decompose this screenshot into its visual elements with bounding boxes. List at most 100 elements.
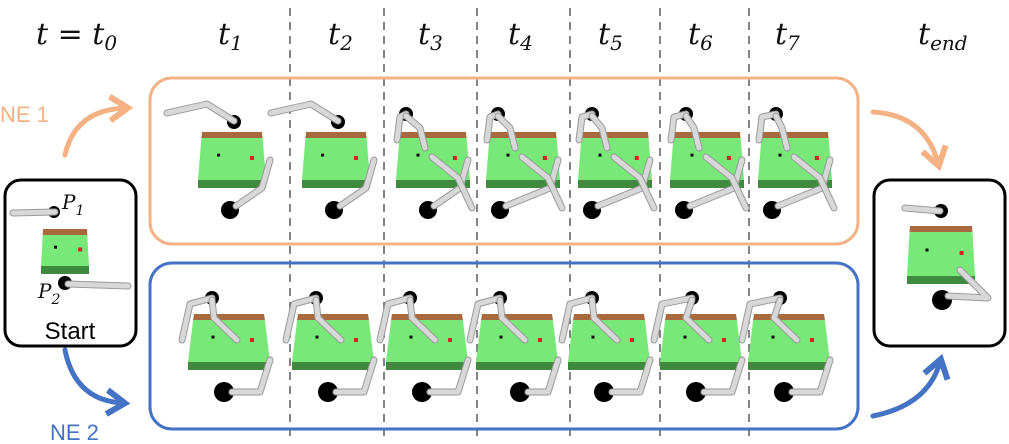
start-box bbox=[3, 178, 138, 348]
robot-base-ball bbox=[594, 382, 614, 402]
robot-arm bbox=[377, 295, 413, 343]
table-edge bbox=[391, 314, 463, 320]
table-front bbox=[907, 276, 975, 284]
table-surface bbox=[748, 320, 830, 362]
ne1-label: NE 1 bbox=[0, 102, 49, 127]
robot-arm bbox=[519, 154, 565, 211]
table-marker bbox=[78, 247, 83, 252]
ne1-scene-3 bbox=[393, 107, 476, 219]
robot-base-ball bbox=[510, 382, 530, 402]
time-label-t7: t7 bbox=[775, 17, 800, 55]
table-marker bbox=[250, 338, 254, 342]
ne1-scene-4 bbox=[483, 107, 566, 219]
robot-arm bbox=[651, 295, 695, 343]
table-front bbox=[660, 362, 742, 370]
arrow-ne2-to-end bbox=[870, 353, 951, 419]
table-marker bbox=[452, 156, 457, 160]
robot-arm bbox=[233, 157, 273, 209]
time-label-t1: t1 bbox=[218, 17, 243, 55]
table-marker bbox=[591, 335, 595, 339]
robot-arm bbox=[403, 113, 428, 151]
robot-arm bbox=[683, 297, 712, 343]
robot-arm bbox=[164, 101, 237, 124]
robot-arm bbox=[429, 154, 475, 211]
table-marker bbox=[54, 245, 57, 249]
robot-base-ball bbox=[686, 382, 706, 402]
player1-label: P1 bbox=[61, 190, 84, 219]
table-marker bbox=[722, 338, 726, 342]
robot-arm bbox=[668, 111, 689, 143]
table-front bbox=[292, 362, 374, 370]
table-front bbox=[476, 362, 558, 370]
table-marker bbox=[771, 335, 775, 339]
robot-arm bbox=[683, 113, 702, 151]
table-marker bbox=[506, 153, 510, 157]
robot-arm bbox=[611, 154, 657, 211]
robot-arm bbox=[701, 357, 745, 395]
ne2-scene-1 bbox=[178, 291, 274, 402]
table-marker bbox=[448, 338, 452, 342]
table-edge bbox=[193, 314, 265, 320]
ne2-scene-5 bbox=[558, 291, 654, 402]
table-surface bbox=[188, 320, 270, 362]
robot-arm bbox=[739, 295, 783, 343]
robot-arm bbox=[268, 101, 341, 124]
robot-arm bbox=[589, 297, 620, 343]
robot-arm bbox=[427, 357, 471, 395]
table-marker bbox=[416, 153, 420, 157]
table-marker bbox=[959, 251, 964, 255]
table-marker bbox=[321, 153, 324, 157]
table-front bbox=[41, 266, 89, 274]
table-marker bbox=[250, 156, 254, 160]
ne2-scene-3 bbox=[376, 291, 472, 402]
table-front bbox=[568, 362, 650, 370]
robot-arm bbox=[313, 297, 344, 343]
table-edge bbox=[753, 314, 825, 320]
table-edge bbox=[665, 314, 737, 320]
table-front bbox=[386, 362, 468, 370]
time-labels: t = t0 t1 t2 t3 t4 t5 t6 t7 tend bbox=[36, 17, 968, 55]
time-label-t6: t6 bbox=[688, 17, 713, 55]
end-box bbox=[872, 178, 1007, 348]
table-surface bbox=[568, 320, 650, 362]
table-marker bbox=[499, 335, 503, 339]
ne1-scene-7 bbox=[755, 107, 838, 219]
table-front bbox=[748, 362, 830, 370]
robot-arm bbox=[559, 295, 595, 343]
robot-arm bbox=[703, 154, 749, 211]
table-marker bbox=[211, 335, 215, 339]
ne2-scene-2 bbox=[282, 291, 378, 402]
robot-arm bbox=[495, 113, 518, 151]
flow-arrows bbox=[62, 94, 951, 419]
robot-base-ball bbox=[774, 382, 794, 402]
table-marker bbox=[409, 335, 413, 339]
table-edge bbox=[297, 314, 369, 320]
start-robot-scene bbox=[9, 206, 132, 290]
robot-base-ball bbox=[214, 382, 234, 402]
table-marker bbox=[598, 153, 602, 157]
robot-arm bbox=[771, 297, 800, 343]
start-label: Start bbox=[45, 318, 96, 345]
robot-arm bbox=[209, 297, 240, 343]
table-edge bbox=[201, 132, 263, 138]
robot-arm bbox=[589, 113, 610, 151]
table-marker bbox=[542, 156, 547, 160]
table-edge bbox=[673, 132, 741, 138]
table-marker bbox=[778, 153, 782, 157]
table-edge bbox=[761, 132, 829, 138]
time-label-t4: t4 bbox=[508, 17, 533, 55]
robot-arm bbox=[773, 113, 790, 151]
table-front bbox=[758, 180, 832, 188]
table-marker bbox=[354, 338, 358, 342]
robot-arm bbox=[10, 209, 58, 216]
robot-arm bbox=[945, 267, 991, 301]
robot-base-ball bbox=[412, 382, 432, 402]
table-front bbox=[486, 180, 560, 188]
table-marker bbox=[726, 156, 731, 160]
table-edge bbox=[581, 132, 649, 138]
table-marker bbox=[690, 153, 694, 157]
table-front bbox=[670, 180, 744, 188]
table-front bbox=[188, 362, 270, 370]
table-edge bbox=[481, 314, 553, 320]
